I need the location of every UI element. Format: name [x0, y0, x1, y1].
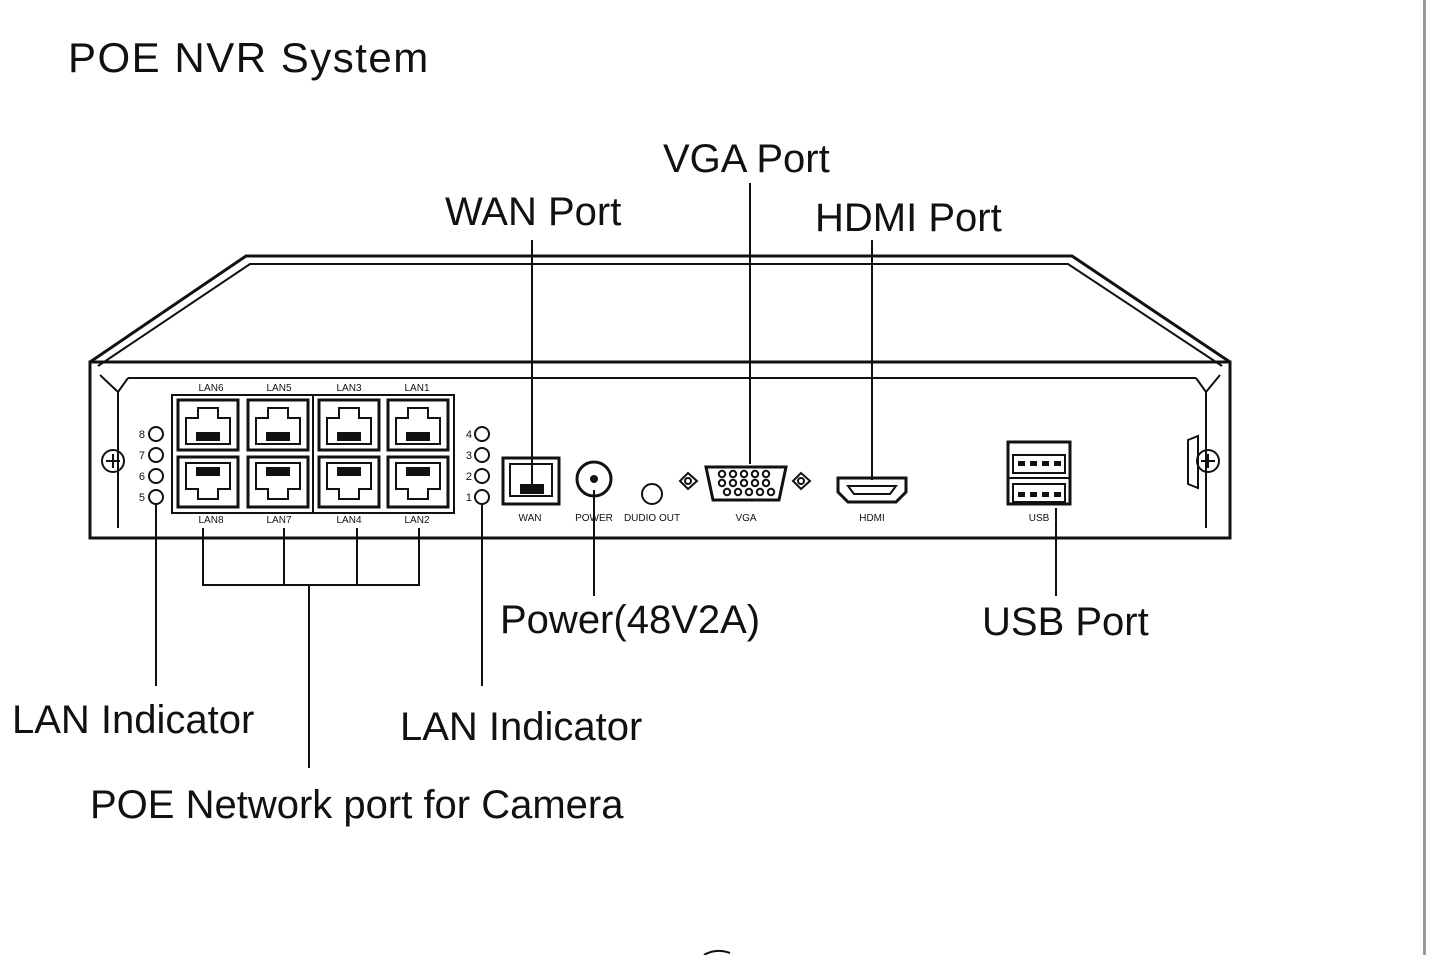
bottom-edge-mark [703, 949, 731, 956]
lan-label-bottom: LAN7 [266, 515, 291, 526]
led-number: 8 [139, 429, 145, 441]
vga-pin [750, 469, 760, 479]
vga-pin [717, 469, 727, 479]
vga-pin [750, 478, 760, 488]
lan-port-icon [176, 455, 240, 509]
vga-pin [717, 478, 727, 488]
leader-lines [155, 183, 1057, 768]
led-number: 6 [139, 471, 145, 483]
right-ear-bracket [1187, 434, 1199, 490]
vga-pin [755, 487, 765, 497]
vga-pin [733, 487, 743, 497]
nvr-front-frame [88, 360, 1232, 540]
lan-label-bottom: LAN2 [404, 515, 429, 526]
poe-callout: POE Network port for Camera [90, 783, 624, 827]
vga-port-icon [678, 465, 812, 502]
lan-port-icon [246, 455, 310, 509]
panel-bevels [117, 377, 1207, 393]
vga-pin [766, 487, 776, 497]
left-screw-icon [101, 449, 125, 473]
lan-label-top: LAN3 [336, 383, 361, 394]
lan-indicator-left-callout: LAN Indicator [12, 698, 254, 742]
right-edge-rule [1423, 0, 1426, 955]
hdmi-port-icon [836, 476, 908, 504]
led-indicator [148, 426, 164, 442]
led-number: 4 [466, 429, 472, 441]
led-column-left: 8 7 6 5 [139, 426, 164, 505]
vga-label: VGA [735, 513, 756, 524]
lan-label-bottom: LAN4 [336, 515, 361, 526]
lan-port-icon [246, 398, 310, 452]
vga-pin [722, 487, 732, 497]
usb-callout: USB Port [982, 600, 1149, 644]
vga-pin [761, 478, 771, 488]
nvr-top-lid [89, 254, 1231, 364]
led-number: 7 [139, 450, 145, 462]
lan-port-icon [386, 455, 450, 509]
lan-label-top: LAN5 [266, 383, 291, 394]
lan-label-bottom: LAN8 [198, 515, 223, 526]
audio-out-label: DUDIO OUT [624, 513, 680, 524]
hdmi-label: HDMI [859, 513, 885, 524]
lan-label-top: LAN6 [198, 383, 223, 394]
led-column-right: 4 3 2 1 [466, 426, 490, 505]
led-indicator [474, 447, 490, 463]
page-title: POE NVR System [68, 34, 430, 81]
vga-pin [739, 478, 749, 488]
vga-callout: VGA Port [663, 137, 830, 181]
usb-port-icon [1006, 440, 1072, 506]
vga-pin [739, 469, 749, 479]
nvr-device: LAN6 LAN5 LAN3 LAN1 LAN8 LAN7 LAN4 LAN2 … [88, 254, 1232, 540]
led-number: 1 [466, 492, 472, 504]
led-number: 3 [466, 450, 472, 462]
lan-port-icon [317, 398, 381, 452]
lan-label-top: LAN1 [404, 383, 429, 394]
poe-bracket [202, 528, 420, 586]
led-indicator [474, 468, 490, 484]
led-number: 5 [139, 492, 145, 504]
lan-port-icon [176, 398, 240, 452]
power-callout: Power(48V2A) [500, 598, 760, 642]
led-indicator [474, 426, 490, 442]
lan-indicator-right-callout: LAN Indicator [400, 705, 642, 749]
wan-label: WAN [519, 513, 542, 524]
usb-label: USB [1029, 513, 1050, 524]
vga-pin [728, 469, 738, 479]
lan-port-grid [176, 398, 450, 509]
panel-corner-lines [99, 374, 1221, 393]
audio-out-jack-icon [641, 483, 663, 505]
nvr-top-lid-inner [97, 263, 1223, 367]
lan-port-icon [386, 398, 450, 452]
vga-pin [728, 478, 738, 488]
led-indicator [148, 468, 164, 484]
led-number: 2 [466, 471, 472, 483]
vga-pin [761, 469, 771, 479]
vga-pin [744, 487, 754, 497]
hdmi-callout: HDMI Port [815, 196, 1002, 240]
wan-callout: WAN Port [445, 190, 621, 234]
right-screw-icon [1196, 449, 1220, 473]
led-indicator [474, 489, 490, 505]
lan-port-icon [317, 455, 381, 509]
led-indicator [148, 447, 164, 463]
led-indicator [148, 489, 164, 505]
